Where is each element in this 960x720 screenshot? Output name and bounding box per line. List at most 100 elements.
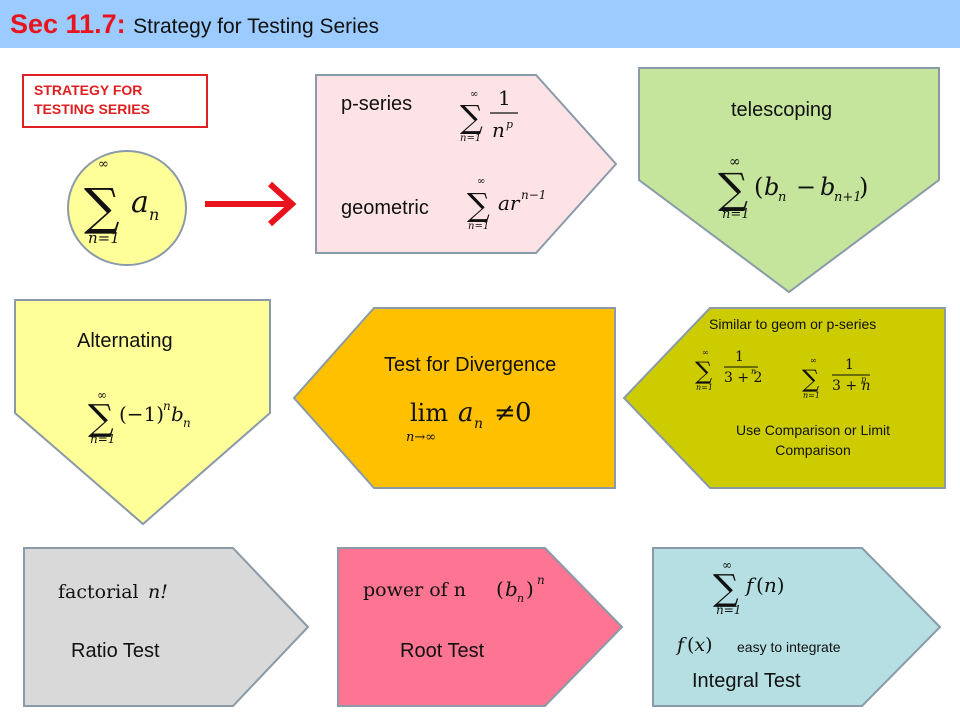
svg-text:3 + 2: 3 + 2 [724, 370, 762, 386]
factorial-formula: factorial n! [58, 581, 168, 603]
svg-text:∞: ∞ [97, 388, 107, 402]
svg-text:n: n [149, 205, 159, 224]
strategy-label-box: STRATEGY FOR TESTING SERIES [22, 74, 208, 128]
svg-text:n: n [778, 190, 786, 205]
svg-text:): ) [859, 173, 868, 201]
svg-text:n: n [492, 118, 505, 142]
integral-sum-formula: ∞ ∑ n=1 f (n) [713, 558, 785, 617]
svg-text:∞: ∞ [98, 157, 109, 172]
svg-text:1: 1 [735, 349, 744, 365]
comparison-note: Similar to geom or p-series [709, 316, 877, 332]
svg-text:ar: ar [498, 191, 521, 215]
svg-text:f: f [675, 634, 687, 656]
svg-text:∞: ∞ [477, 176, 485, 187]
svg-text:3 + n: 3 + n [832, 378, 871, 394]
svg-text:a: a [458, 398, 474, 428]
svg-text:p: p [861, 375, 866, 384]
series-circle [67, 150, 187, 266]
svg-text:): ) [526, 577, 534, 601]
fx-formula: f (x) [675, 634, 713, 656]
svg-text:n: n [474, 416, 483, 432]
root-test-label: Root Test [400, 640, 485, 662]
svg-text:∑: ∑ [467, 186, 490, 224]
alternating-label: Alternating [77, 330, 173, 352]
comparison-box [622, 307, 946, 489]
pseries-label: p-series [341, 93, 413, 115]
svg-text:n=1: n=1 [468, 221, 489, 232]
section-number: Sec 11.7 [10, 9, 117, 39]
svg-text:(n): (n) [756, 573, 785, 597]
svg-text:1: 1 [845, 357, 854, 373]
alternating-box [14, 299, 271, 526]
svg-text:n: n [183, 416, 191, 430]
svg-text:∑: ∑ [88, 398, 114, 439]
svg-text:∞: ∞ [722, 558, 732, 572]
svg-text:b: b [764, 173, 779, 201]
telescoping-box [638, 67, 940, 294]
svg-text:p: p [506, 118, 513, 131]
integral-test-box [652, 547, 942, 707]
svg-text:n=1: n=1 [460, 133, 481, 144]
svg-text:n→∞: n→∞ [406, 430, 436, 445]
ratio-test-box [23, 547, 310, 707]
svg-text:n=1: n=1 [88, 229, 120, 247]
svg-text:n=1: n=1 [696, 383, 713, 392]
svg-text:≠: ≠ [494, 398, 516, 428]
svg-text:∞: ∞ [810, 356, 817, 365]
integral-test-label: Integral Test [692, 670, 801, 692]
svg-text:a: a [131, 185, 149, 220]
svg-text:(: ( [496, 577, 504, 601]
svg-text:∞: ∞ [729, 154, 741, 170]
svg-text:∑: ∑ [695, 357, 712, 385]
svg-text:n+1: n+1 [834, 190, 862, 205]
svg-text:b: b [820, 173, 835, 201]
svg-text:n=1: n=1 [722, 207, 750, 222]
telescoping-formula: ∞ ∑ n=1 ( b n − b n+1 ) [718, 154, 868, 222]
red-arrow-icon [205, 181, 297, 227]
page-title: Sec 11.7: Strategy for Testing Series [10, 9, 379, 40]
svg-text:n=1: n=1 [803, 391, 820, 400]
svg-text:∑: ∑ [802, 365, 819, 393]
ratio-test-label: Ratio Test [71, 640, 160, 662]
svg-text:∞: ∞ [702, 348, 709, 357]
svg-text:(−1): (−1) [119, 402, 164, 426]
svg-text:∞: ∞ [470, 89, 478, 100]
ratio-hint: factorial [58, 581, 139, 603]
geometric-label: geometric [341, 197, 429, 219]
section-title: Strategy for Testing Series [133, 15, 380, 38]
svg-text:n: n [517, 592, 524, 605]
pseries-formula: ∞ ∑ n=1 1 n p [460, 86, 518, 144]
title-bar: Sec 11.7: Strategy for Testing Series [0, 0, 960, 48]
svg-text:n−1: n−1 [521, 188, 546, 202]
svg-text:∑: ∑ [84, 178, 120, 236]
comparison-formula-pseries: ∞ ∑ n=1 1 3 + n p [802, 356, 871, 400]
svg-text:b: b [171, 402, 184, 426]
svg-text:0: 0 [515, 398, 532, 428]
divergence-formula: lim n→∞ a n ≠ 0 [406, 398, 532, 445]
svg-text:∑: ∑ [460, 98, 483, 136]
svg-text:n!: n! [148, 581, 168, 603]
root-test-box [337, 547, 624, 707]
svg-text:−: − [796, 173, 816, 201]
svg-text:∑: ∑ [713, 568, 739, 609]
svg-text:n: n [751, 367, 756, 376]
sum-an-formula: ∞ ∑ n=1 a n [84, 157, 159, 247]
svg-text:∑: ∑ [718, 164, 748, 213]
svg-text:b: b [505, 577, 518, 601]
svg-text:lim: lim [410, 399, 448, 427]
svg-text:n: n [537, 573, 545, 587]
geometric-formula: ∞ ∑ n=1 ar n−1 [467, 176, 546, 232]
telescoping-label: telescoping [731, 99, 833, 121]
divergence-box [292, 307, 616, 489]
comparison-formula-geom: ∞ ∑ n=1 1 3 + 2 n [695, 348, 762, 392]
comparison-method: Use Comparison or Limit Comparison [735, 422, 891, 458]
power-formula: power of n ( b n ) n [363, 573, 545, 605]
divergence-label: Test for Divergence [384, 354, 557, 376]
title-colon: : [116, 9, 126, 39]
alternating-formula: ∞ ∑ n=1 (−1) n b n [88, 388, 191, 446]
svg-text:1: 1 [498, 86, 511, 110]
pseries-geometric-box [315, 74, 618, 254]
svg-text:n: n [163, 399, 171, 413]
svg-text:(x): (x) [687, 634, 713, 656]
